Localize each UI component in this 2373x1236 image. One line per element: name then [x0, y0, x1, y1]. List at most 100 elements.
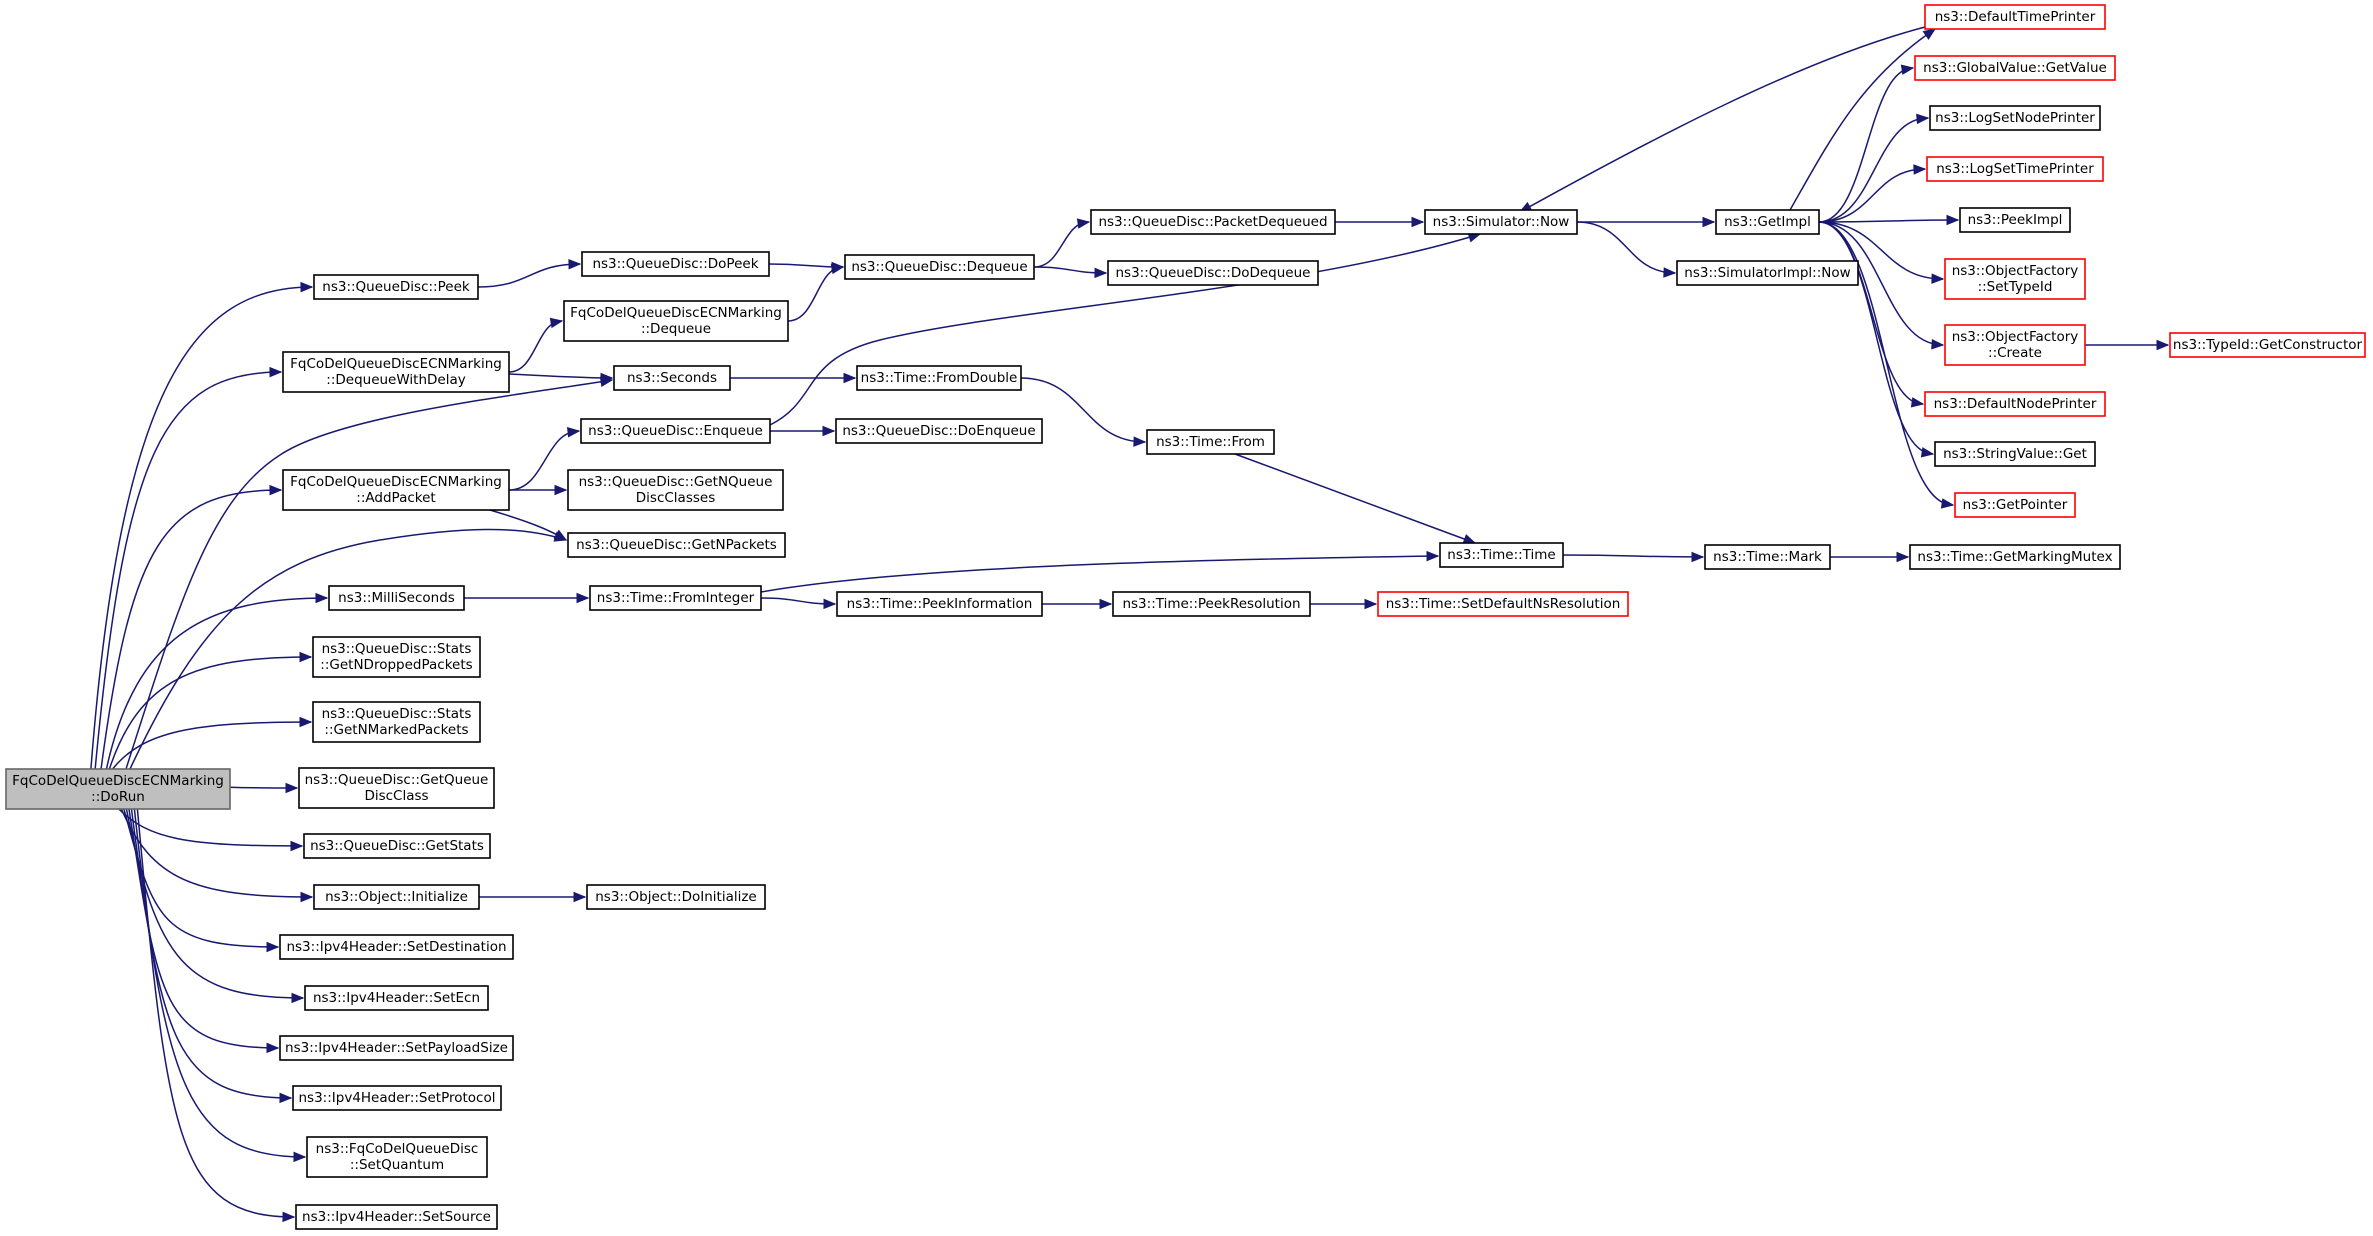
node-getNMarked[interactable]: ns3::QueueDisc::Stats::GetNMarkedPackets: [312, 701, 481, 743]
node-setPayloadSize[interactable]: ns3::Ipv4Header::SetPayloadSize: [279, 1035, 514, 1061]
node-objInit[interactable]: ns3::Object::Initialize: [313, 884, 480, 910]
node-ofSetTypeId[interactable]: ns3::ObjectFactory::SetTypeId: [1944, 258, 2086, 300]
node-label-setDefaultNsRes: ns3::Time::SetDefaultNsResolution: [1386, 596, 1621, 612]
node-peekInfo[interactable]: ns3::Time::PeekInformation: [836, 591, 1043, 617]
node-label-qdDequeue: ns3::QueueDisc::Dequeue: [851, 259, 1027, 275]
node-label-timeMark: ns3::Time::Mark: [1713, 549, 1822, 565]
edge-root-to-addPacket: [100, 489, 282, 770]
node-getPointer[interactable]: ns3::GetPointer: [1954, 492, 2076, 518]
node-box-simImplNow: [1676, 260, 1859, 286]
edge-root-to-addPacket-arrowhead: [269, 484, 283, 496]
node-label-defaultTimePrinter: ns3::DefaultTimePrinter: [1935, 9, 2096, 25]
node-gvGetValue[interactable]: ns3::GlobalValue::GetValue: [1914, 55, 2116, 81]
node-setQuantum[interactable]: ns3::FqCoDelQueueDisc::SetQuantum: [306, 1136, 488, 1178]
node-setDestination[interactable]: ns3::Ipv4Header::SetDestination: [279, 934, 514, 960]
node-defaultTimePrinter[interactable]: ns3::DefaultTimePrinter: [1924, 4, 2106, 30]
node-fqDequeue[interactable]: FqCoDelQueueDiscECNMarking::Dequeue: [563, 300, 789, 342]
node-ofCreate[interactable]: ns3::ObjectFactory::Create: [1944, 324, 2086, 366]
node-getNPackets[interactable]: ns3::QueueDisc::GetNPackets: [567, 532, 786, 558]
node-fromDouble[interactable]: ns3::Time::FromDouble: [856, 365, 1022, 391]
node-simNow[interactable]: ns3::Simulator::Now: [1424, 209, 1578, 235]
node-logSetNodePrinter[interactable]: ns3::LogSetNodePrinter: [1929, 105, 2101, 131]
node-setDefaultNsRes[interactable]: ns3::Time::SetDefaultNsResolution: [1377, 591, 1629, 617]
node-label-simNow: ns3::Simulator::Now: [1433, 214, 1570, 230]
node-getConstructor[interactable]: ns3::TypeId::GetConstructor: [2169, 332, 2366, 358]
node-dequeueWithDelay[interactable]: FqCoDelQueueDiscECNMarking::DequeueWithD…: [282, 351, 510, 393]
node-peekImpl[interactable]: ns3::PeekImpl: [1959, 207, 2071, 233]
node-label-dequeueWithDelay: FqCoDelQueueDiscECNMarking::DequeueWithD…: [290, 356, 502, 388]
edge-timeTime-to-timeMark-arrowhead: [1691, 551, 1705, 563]
node-label-peekInfo: ns3::Time::PeekInformation: [847, 596, 1033, 612]
edges-layer: [90, 26, 2170, 1223]
node-getMarkingMutex[interactable]: ns3::Time::GetMarkingMutex: [1909, 544, 2121, 570]
edge-dequeueWithDelay-to-fqDequeue: [508, 320, 563, 373]
edge-getImpl-to-peekImpl: [1818, 219, 1959, 223]
node-setSource[interactable]: ns3::Ipv4Header::SetSource: [295, 1204, 498, 1230]
node-doDequeue[interactable]: ns3::QueueDisc::DoDequeue: [1107, 260, 1319, 286]
node-label-packetDequeued: ns3::QueueDisc::PacketDequeued: [1098, 214, 1327, 230]
node-getStats[interactable]: ns3::QueueDisc::GetStats: [303, 833, 491, 859]
node-defaultNodePrinter[interactable]: ns3::DefaultNodePrinter: [1924, 391, 2106, 417]
node-packetDequeued[interactable]: ns3::QueueDisc::PacketDequeued: [1090, 209, 1336, 235]
node-timeMark[interactable]: ns3::Time::Mark: [1704, 544, 1831, 570]
edge-timeFrom-to-timeTime-arrowhead: [1462, 534, 1477, 544]
node-label-simImplNow: ns3::SimulatorImpl::Now: [1684, 265, 1850, 281]
node-root[interactable]: FqCoDelQueueDiscECNMarking::DoRun: [5, 768, 231, 810]
node-box-peekResolution: [1112, 591, 1311, 617]
node-peekResolution[interactable]: ns3::Time::PeekResolution: [1112, 591, 1311, 617]
node-enqueue[interactable]: ns3::QueueDisc::Enqueue: [580, 418, 771, 444]
edge-timeTime-to-timeMark: [1562, 554, 1704, 558]
node-box-setProtocol: [292, 1085, 502, 1111]
node-box-getNPackets: [567, 532, 786, 558]
node-label-getImpl: ns3::GetImpl: [1724, 214, 1811, 230]
node-label-logSetNodePrinter: ns3::LogSetNodePrinter: [1935, 110, 2095, 126]
node-stringValueGet[interactable]: ns3::StringValue::Get: [1934, 441, 2096, 467]
node-label-timeTime: ns3::Time::Time: [1447, 547, 1555, 563]
node-milliSeconds[interactable]: ns3::MilliSeconds: [328, 585, 465, 611]
node-doInitialize[interactable]: ns3::Object::DoInitialize: [586, 884, 766, 910]
edge-peek-to-doPeek: [477, 263, 581, 288]
edge-addPacket-to-getNQueueDiscClasses-arrowhead: [554, 484, 568, 496]
node-simImplNow[interactable]: ns3::SimulatorImpl::Now: [1676, 260, 1859, 286]
node-label-doEnqueue: ns3::QueueDisc::DoEnqueue: [842, 423, 1035, 439]
edge-getImpl-to-logSetNodePrinter: [1818, 117, 1929, 223]
node-label-peek: ns3::QueueDisc::Peek: [322, 279, 470, 295]
edge-getImpl-to-ofSetTypeId-arrowhead: [1931, 273, 1945, 284]
node-box-setDestination: [279, 934, 514, 960]
node-addPacket[interactable]: FqCoDelQueueDiscECNMarking::AddPacket: [282, 469, 510, 511]
edge-getImpl-to-logSetNodePrinter-arrowhead: [1916, 113, 1930, 125]
node-peek[interactable]: ns3::QueueDisc::Peek: [313, 274, 479, 300]
edge-getImpl-to-stringValueGet: [1818, 221, 1934, 455]
node-box-getNQueueDiscClasses: [567, 469, 784, 511]
edge-root-to-setQuantum-arrowhead: [293, 1151, 307, 1163]
node-setProtocol[interactable]: ns3::Ipv4Header::SetProtocol: [292, 1085, 502, 1111]
node-timeFrom[interactable]: ns3::Time::From: [1146, 429, 1275, 455]
node-box-peekImpl: [1959, 207, 2071, 233]
node-label-stringValueGet: ns3::StringValue::Get: [1943, 446, 2087, 462]
node-getImpl[interactable]: ns3::GetImpl: [1715, 209, 1820, 235]
node-box-setDefaultNsRes: [1377, 591, 1629, 617]
node-qdDequeue[interactable]: ns3::QueueDisc::Dequeue: [844, 254, 1035, 280]
node-box-getStats: [303, 833, 491, 859]
node-box-doInitialize: [586, 884, 766, 910]
node-box-packetDequeued: [1090, 209, 1336, 235]
node-setEcn[interactable]: ns3::Ipv4Header::SetEcn: [304, 985, 489, 1011]
node-fromInteger[interactable]: ns3::Time::FromInteger: [589, 585, 762, 611]
node-seconds[interactable]: ns3::Seconds: [613, 365, 731, 391]
node-doPeek[interactable]: ns3::QueueDisc::DoPeek: [581, 251, 770, 277]
node-label-ofSetTypeId: ns3::ObjectFactory::SetTypeId: [1952, 263, 2079, 295]
node-box-fqDequeue: [563, 300, 789, 342]
edge-fromInteger-to-timeTime-arrowhead: [1426, 550, 1440, 562]
node-box-enqueue: [580, 418, 771, 444]
node-timeTime[interactable]: ns3::Time::Time: [1439, 542, 1564, 568]
node-doEnqueue[interactable]: ns3::QueueDisc::DoEnqueue: [835, 418, 1043, 444]
node-getNDropped[interactable]: ns3::QueueDisc::Stats::GetNDroppedPacket…: [312, 636, 481, 678]
edge-root-to-setSource-arrowhead: [282, 1211, 296, 1223]
node-logSetTimePrinter[interactable]: ns3::LogSetTimePrinter: [1926, 156, 2104, 182]
edge-root-to-peek-arrowhead: [300, 281, 314, 293]
node-box-doPeek: [581, 251, 770, 277]
node-box-timeMark: [1704, 544, 1831, 570]
edge-root-to-getStats-arrowhead: [290, 840, 304, 852]
